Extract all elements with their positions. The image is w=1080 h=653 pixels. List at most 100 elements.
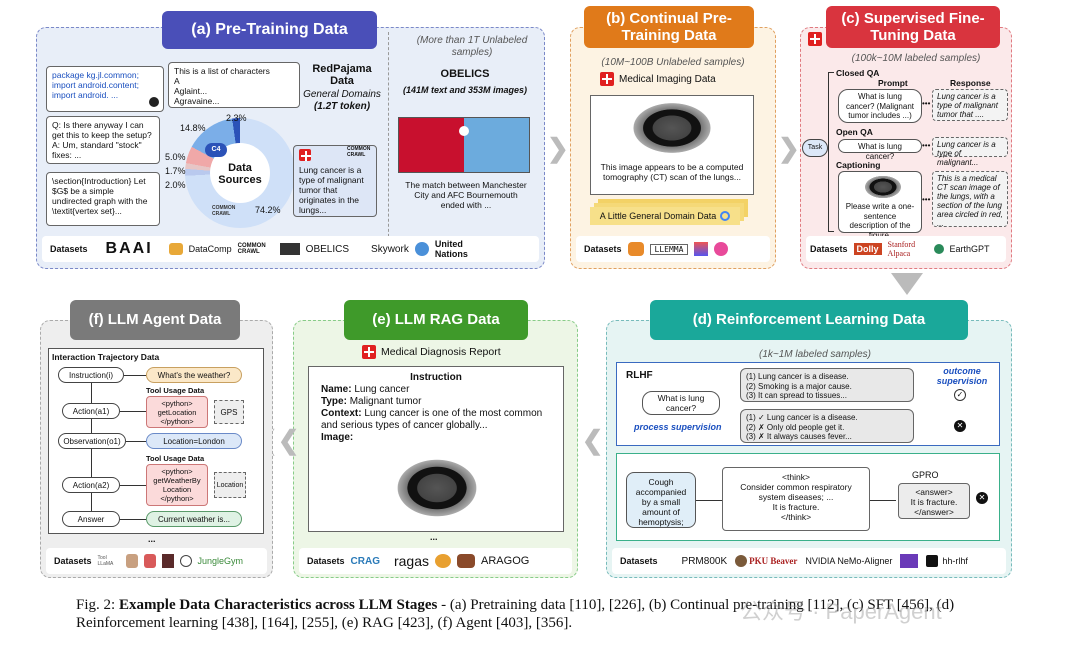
moose-icon (457, 554, 476, 568)
report-label: Medical Diagnosis Report (381, 346, 501, 358)
code-line: import android.content; (52, 80, 139, 90)
common-crawl-logo-2: COMMON CRAWL (347, 146, 371, 158)
prompt-header: Prompt (878, 78, 908, 88)
dataset-baai: BAAI (105, 240, 153, 257)
x-circle-icon-2: ✕ (976, 492, 988, 504)
sft-dots-3: ••• (922, 195, 931, 204)
general-domain-label: A Little General Domain Data (599, 211, 717, 221)
gps-tool: GPS (214, 400, 244, 424)
arrow-line (696, 500, 722, 501)
panel-f-dots: ... (148, 534, 156, 544)
link (91, 493, 92, 511)
figure-caption: Fig. 2: Example Data Characteristics acr… (76, 596, 1006, 632)
panel-f-datasets: Datasets Tool LLaMA JungleGym (54, 552, 243, 570)
link (120, 411, 146, 412)
open-qa-label: Open QA (836, 127, 873, 137)
tiger-icon (627, 242, 644, 256)
think-text: Consider common respiratory system disea… (740, 482, 852, 502)
python-close: </python> (160, 494, 194, 503)
arrow-line-2 (870, 500, 896, 501)
pie-center-label: Data Sources (212, 162, 268, 186)
current-weather: Current weather is... (146, 511, 242, 527)
context-key: Context: (321, 408, 362, 419)
agent-icon (143, 554, 156, 568)
location-tool: Location (214, 472, 246, 498)
caption-prompt-text: Please write a one-sentence description … (845, 202, 915, 240)
context-value: Lung cancer is one of the most common an… (321, 408, 543, 431)
python-open: <python> (161, 467, 193, 476)
caption-text: - (a) Pretraining data [110], [226], (b)… (76, 597, 955, 631)
outcome-options: (1) Lung cancer is a disease. (2) Smokin… (740, 368, 914, 402)
panel-b-datasets: Datasets LLEMMA (584, 240, 729, 258)
link (91, 419, 92, 433)
medical-imaging-caption: Medical Imaging Data (600, 72, 716, 86)
check-circle-icon: ✓ (954, 389, 966, 401)
python-close: </python> (160, 417, 194, 426)
pct-5-0: 5.0% (165, 152, 186, 162)
token-count: (1.2T token) (313, 101, 371, 112)
weather-question: What's the weather? (146, 367, 242, 383)
chars-line: A (174, 76, 180, 86)
closed-qa-response: Lung cancer is a type of malignant tumor… (932, 89, 1008, 121)
code-snippet: package kg.jl.common; import android.con… (46, 66, 164, 112)
answer-close: </answer> (914, 507, 954, 517)
hf-icon (926, 555, 939, 567)
image-row: Image: (321, 432, 551, 444)
closed-qa-prompt: What is lung cancer? (Malignant tumor in… (838, 89, 922, 123)
pct-74-2: 74.2% (255, 205, 281, 215)
latex-line: \section{Introduction} Let $G$ be a simp… (52, 176, 148, 216)
pie-center-line2: Sources (218, 174, 262, 186)
medical-text: Lung cancer is a type of malignant tumor… (299, 165, 364, 215)
dataset-common-crawl: COMMON CRAWL (237, 243, 266, 255)
action-1-node: Action(a1) (62, 403, 120, 419)
qa-question: Q: Is there anyway I can get this to kee… (52, 120, 152, 140)
location-value: Location=London (146, 433, 242, 449)
caption-title: Example Data Characteristics across LLM … (118, 597, 438, 613)
chars-line: Aglaint... (174, 86, 208, 96)
response-header: Response (950, 78, 991, 88)
dataset-junglegym: JungleGym (197, 556, 244, 566)
flower-icon (714, 242, 729, 256)
jungle-icon (179, 555, 192, 567)
python-call-1: <python> getLocation </python> (146, 396, 208, 428)
medical-cross-icon (299, 149, 311, 161)
ct-card: This image appears to be a computed tomo… (590, 95, 754, 195)
process-options: (1) ✓ Lung cancer is a disease. (2) ✗ On… (740, 409, 914, 443)
panel-e-datasets: Datasets CRAG ragas ARAGOG (307, 552, 529, 570)
panel-f-datasets-bar (46, 548, 267, 574)
code-line: import android. ... (52, 90, 119, 100)
answer-text: It is fracture. (910, 497, 958, 507)
sft-dots-2: ••• (922, 141, 931, 150)
gpro-label: GPRO (912, 470, 939, 480)
datasets-label: Datasets (810, 244, 848, 254)
dataset-skywork: Skywork (371, 243, 409, 255)
link (120, 519, 146, 520)
medical-text-a: Lung cancer is a type of malignant tumor… (293, 145, 377, 217)
general-domains: General Domains (303, 89, 381, 100)
panel-a-note: (More than 1T Unlabeled samples) (416, 35, 528, 58)
panel-c-title: (c) Supervised Fine-Tuning Data (826, 6, 1000, 48)
common-crawl-logo: COMMON CRAWL (212, 205, 236, 217)
beaver-icon (735, 555, 748, 567)
dataset-llemma: LLEMMA (649, 243, 689, 255)
panel-e-title: (e) LLM RAG Data (344, 300, 528, 340)
pct-1-7: 1.7% (165, 166, 186, 176)
outcome-option: (3) It can spread to tissues... (746, 391, 847, 400)
process-option: (2) ✗ Only old people get it. (746, 422, 845, 432)
ragas-icon (435, 554, 452, 568)
caption-ct-image (862, 174, 904, 200)
panel-c-datasets-bar (806, 236, 1006, 262)
name-value: Lung cancer (351, 384, 410, 395)
dataset-ragas: ragas (393, 553, 430, 569)
datasets-label: Datasets (50, 244, 88, 254)
outcome-option: (2) Smoking is a major cause. (746, 381, 852, 391)
panel-d-title: (d) Reinforcement Learning Data (650, 300, 968, 340)
think-close: </think> (780, 512, 812, 522)
pct-2-0: 2.0% (165, 180, 186, 190)
panel-d-datasets: Datasets PRM800K PKU Beaver NVIDIA NeMo-… (620, 552, 968, 570)
dataset-pku-beaver: PKU Beaver (749, 556, 798, 566)
outcome-option: (1) Lung cancer is a disease. (746, 372, 849, 381)
general-domain-box: A Little General Domain Data (590, 207, 740, 225)
answer-open: <answer> (915, 487, 953, 497)
github-icon (149, 97, 159, 107)
